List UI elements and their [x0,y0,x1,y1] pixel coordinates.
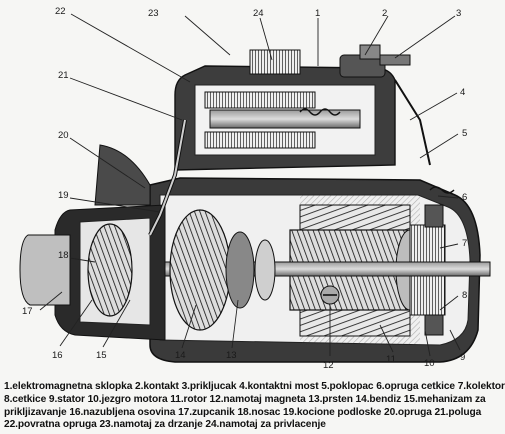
callout-15: 15 [96,350,107,361]
callout-numbers: 22 23 24 1 2 3 21 4 20 5 19 6 18 7 8 17 … [22,6,467,371]
callout-14: 14 [175,350,186,361]
pinion-gear [87,209,276,331]
legend-line-3: prikljizavanje 16.nazubljena osovina 17.… [4,406,482,418]
callout-18: 18 [58,250,69,261]
starter-motor-diagram: 22 23 24 1 2 3 21 4 20 5 19 6 18 7 8 17 … [19,6,491,371]
solenoid [174,49,396,171]
bolt [320,285,340,305]
terminals [339,44,431,166]
callout-6: 6 [462,192,467,203]
callout-12: 12 [323,360,334,371]
callout-3: 3 [456,8,461,19]
callout-1: 1 [315,8,320,19]
callout-24: 24 [253,8,264,19]
leader-lines [39,13,461,357]
callout-10: 10 [424,358,435,369]
callout-17: 17 [22,306,33,317]
callout-22: 22 [55,6,66,17]
callout-20: 20 [58,130,69,141]
shift-lever [148,119,187,236]
callout-23: 23 [148,8,159,19]
callout-5: 5 [462,128,467,139]
callout-7: 7 [462,238,467,249]
callout-13: 13 [226,350,237,361]
callout-2: 2 [382,8,387,19]
callout-21: 21 [58,70,69,81]
parts-legend: 1.elektromagnetna sklopka 2.kontakt 3.pr… [4,381,505,433]
callout-8: 8 [462,290,467,301]
callout-9: 9 [460,352,465,363]
callout-19: 19 [58,190,69,201]
legend-line-2: 8.cetkice 9.stator 10.jezgro motora 11.r… [4,393,486,405]
callout-11: 11 [386,354,396,365]
callout-16: 16 [52,350,63,361]
legend-line-4: 22.povratna opruga 23.namotaj za drzanje… [4,419,326,431]
callout-4: 4 [460,87,465,98]
legend-line-1: 1.elektromagnetna sklopka 2.kontakt 3.pr… [4,381,505,392]
